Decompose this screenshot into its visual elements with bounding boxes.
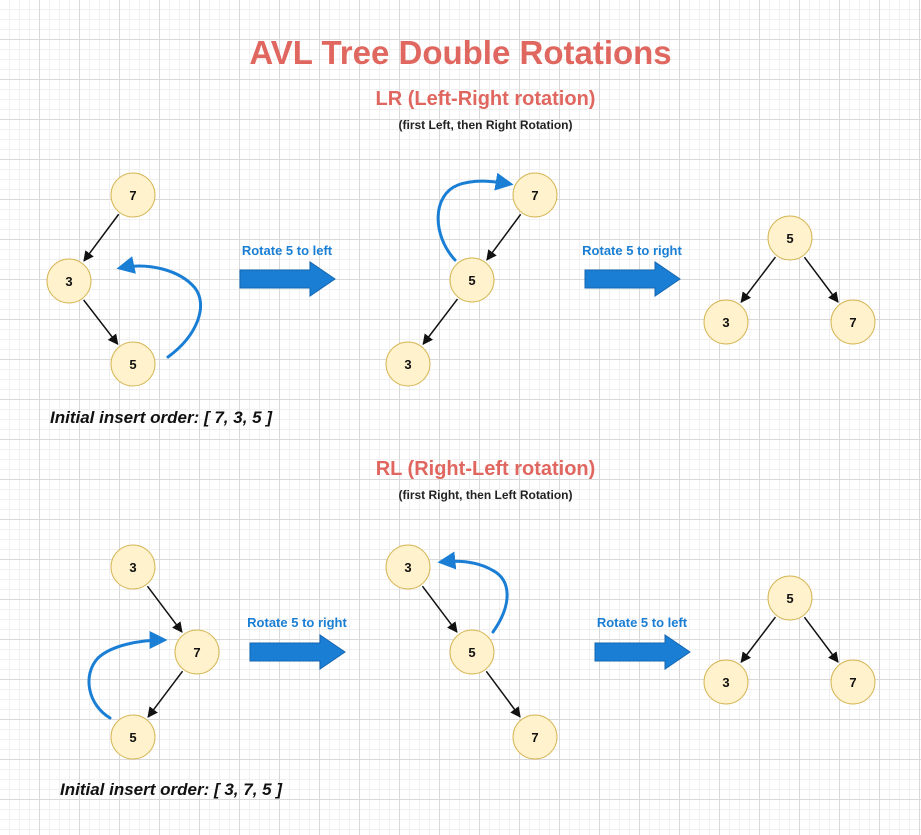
lr-tree3-edge-5-3: [740, 256, 777, 303]
lr-tree1-rotation-curve: [116, 256, 203, 359]
lr-tree1-node-3: 3: [46, 258, 92, 304]
rl-tree3-node-7: 7: [830, 659, 876, 705]
lr-subheading: (first Left, then Right Rotation): [398, 118, 573, 132]
diagram-title: AVL Tree Double Rotations: [249, 34, 672, 71]
rl-subheading: (first Right, then Left Rotation): [398, 488, 573, 502]
node-label: 3: [722, 315, 729, 330]
node-label: 7: [193, 645, 200, 660]
rl-tree2-rotation-curve: [437, 551, 509, 634]
node-label: 3: [129, 560, 136, 575]
lr-insert-order: Initial insert order: [ 7, 3, 5 ]: [50, 408, 272, 427]
rl-insert-order: Initial insert order: [ 3, 7, 5 ]: [60, 780, 282, 799]
rl-tree1-node-7: 7: [174, 629, 220, 675]
node-label: 5: [786, 591, 793, 606]
node-label: 7: [129, 188, 136, 203]
lr-step1-label: Rotate 5 to left: [241, 243, 333, 258]
rl-tree3-node-5: 5: [767, 575, 813, 621]
lr-tree2-node-3: 3: [385, 341, 431, 387]
lr-step1-arrow: [239, 261, 336, 297]
rl-tree1-edge-7-5: [147, 670, 184, 718]
rl-tree2-node-3: 3: [385, 544, 431, 590]
rl-tree1-node-5: 5: [110, 714, 156, 760]
node-label: 5: [129, 357, 136, 372]
node-label: 5: [786, 231, 793, 246]
rl-tree3-node-3: 3: [703, 659, 749, 705]
lr-tree2-node-7: 7: [512, 172, 558, 218]
node-label: 7: [849, 675, 856, 690]
rl-tree2-edge-3-5: [421, 585, 458, 633]
rl-step1-label: Rotate 5 to right: [247, 615, 347, 630]
lr-tree1-edge-7-3: [83, 213, 120, 262]
rl-tree2-node-7: 7: [512, 714, 558, 760]
node-label: 3: [404, 357, 411, 372]
lr-tree1-edge-3-5: [83, 299, 119, 346]
lr-tree2-rotation-curve: [436, 172, 514, 262]
rl-tree1-rotation-curve: [87, 631, 168, 720]
rl-tree1-node-3: 3: [110, 544, 156, 590]
rl-tree2-edge-5-7: [485, 670, 521, 718]
rl-step2-label: Rotate 5 to left: [596, 615, 688, 630]
lr-tree2-edge-7-5: [486, 213, 522, 261]
node-label: 5: [129, 730, 136, 745]
node-label: 7: [531, 730, 538, 745]
lr-tree2-edge-5-3: [422, 298, 459, 345]
lr-step2-arrow: [584, 261, 681, 297]
node-label: 3: [404, 560, 411, 575]
rl-tree3-edge-5-3: [740, 616, 777, 663]
lr-heading: LR (Left-Right rotation): [375, 88, 596, 110]
node-label: 3: [65, 274, 72, 289]
lr-step2-label: Rotate 5 to right: [582, 243, 682, 258]
lr-tree2-node-5: 5: [449, 257, 495, 303]
node-label: 5: [468, 273, 475, 288]
rl-heading: RL (Right-Left rotation): [375, 458, 596, 480]
rl-step1-arrow: [249, 634, 346, 670]
lr-tree1-node-5: 5: [110, 341, 156, 387]
rl-tree3-edge-5-7: [803, 616, 839, 663]
rl-step2-arrow: [594, 634, 691, 670]
rl-tree2-node-5: 5: [449, 629, 495, 675]
lr-tree3-edge-5-7: [803, 256, 839, 303]
node-label: 5: [468, 645, 475, 660]
lr-tree3-node-7: 7: [830, 299, 876, 345]
rl-tree1-edge-3-7: [146, 585, 183, 633]
node-label: 7: [849, 315, 856, 330]
lr-tree1-node-7: 7: [110, 172, 156, 218]
lr-tree3-node-5: 5: [767, 215, 813, 261]
node-label: 3: [722, 675, 729, 690]
node-label: 7: [531, 188, 538, 203]
lr-tree3-node-3: 3: [703, 299, 749, 345]
